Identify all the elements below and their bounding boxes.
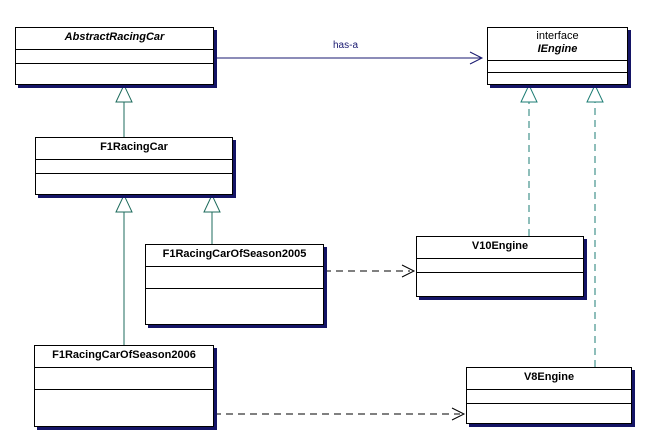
class-box-iengine[interactable]: interface IEngine <box>487 27 628 85</box>
class-box-abstract-racing-car[interactable]: AbstractRacingCar <box>15 27 214 85</box>
class-box-f1-racing-car-of-season-2006[interactable]: F1RacingCarOfSeason2006 <box>34 345 214 427</box>
class-name-v10-engine: V10Engine <box>417 237 583 259</box>
class-name-f1-racing-car-of-season-2005: F1RacingCarOfSeason2005 <box>146 245 323 267</box>
class-box-v8-engine[interactable]: V8Engine <box>466 367 632 424</box>
association-has-a[interactable] <box>214 51 484 65</box>
class-stereotype-iengine: interface <box>536 30 579 42</box>
class-name-f1-racing-car: F1RacingCar <box>36 138 232 160</box>
realization-v8engine-to-iengine[interactable] <box>586 83 604 367</box>
class-box-f1-racing-car[interactable]: F1RacingCar <box>35 137 233 195</box>
class-operations-v8-engine <box>467 404 631 423</box>
class-operations-iengine <box>488 73 627 84</box>
class-operations-f1-racing-car <box>36 174 232 194</box>
class-attributes-f1-racing-car-of-season-2005 <box>146 267 323 289</box>
class-operations-f1-racing-car-of-season-2005 <box>146 289 323 324</box>
class-attributes-v10-engine <box>417 259 583 273</box>
class-operations-v10-engine <box>417 273 583 296</box>
class-attributes-f1-racing-car-of-season-2006 <box>35 368 213 390</box>
class-name-abstract-racing-car: AbstractRacingCar <box>16 28 213 50</box>
class-name-v8-engine: V8Engine <box>467 368 631 390</box>
generalization-season2005-to-f1racingcar[interactable] <box>203 193 221 244</box>
class-attributes-iengine <box>488 61 627 73</box>
class-name-f1-racing-car-of-season-2006: F1RacingCarOfSeason2006 <box>35 346 213 368</box>
class-attributes-abstract-racing-car <box>16 50 213 64</box>
association-label-has-a: has-a <box>333 40 359 51</box>
generalization-f1racingcar-to-abstractracingcar[interactable] <box>115 83 133 137</box>
class-box-f1-racing-car-of-season-2005[interactable]: F1RacingCarOfSeason2005 <box>145 244 324 325</box>
realization-v10engine-to-iengine[interactable] <box>520 83 538 236</box>
dependency-season2006-to-v8engine[interactable] <box>214 407 466 421</box>
class-box-v10-engine[interactable]: V10Engine <box>416 236 584 297</box>
class-identifier-iengine: IEngine <box>537 42 578 55</box>
class-attributes-v8-engine <box>467 390 631 404</box>
class-attributes-f1-racing-car <box>36 160 232 174</box>
generalization-season2006-to-f1racingcar[interactable] <box>115 193 133 345</box>
dependency-season2005-to-v10engine[interactable] <box>324 264 416 278</box>
class-operations-f1-racing-car-of-season-2006 <box>35 390 213 426</box>
class-name-iengine: interface IEngine <box>488 28 627 61</box>
class-operations-abstract-racing-car <box>16 64 213 84</box>
